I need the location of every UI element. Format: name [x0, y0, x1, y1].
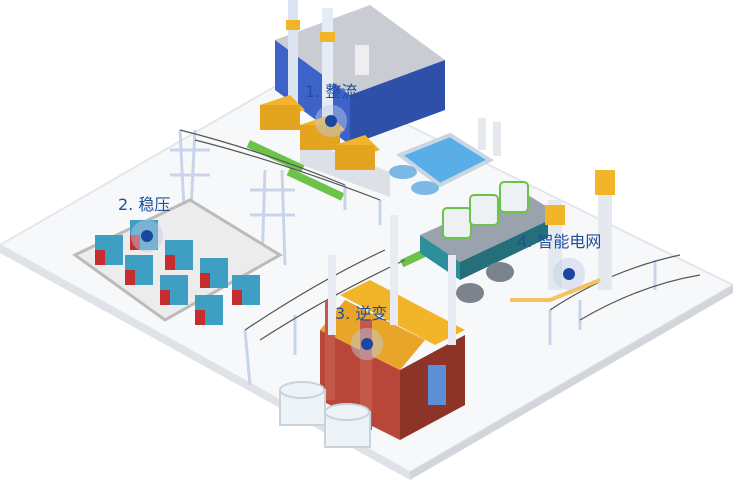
- hotspot-label-stabilize: 2. 稳压: [118, 195, 171, 214]
- transformer-yard: [72, 198, 283, 325]
- pylons: [170, 129, 657, 386]
- hotspot-invert[interactable]: [361, 338, 373, 350]
- rectifier-cabinets: [260, 95, 380, 170]
- hotspot-label-rectify: 1. 整流: [305, 82, 358, 101]
- hotspot-label-smart-grid: 4. 智能电网: [517, 232, 602, 251]
- hotspot-stabilize[interactable]: [141, 230, 153, 242]
- hotspot-rectify[interactable]: [325, 115, 337, 127]
- inverter-building: [320, 215, 465, 440]
- hotspot-label-invert: 3. 逆变: [335, 304, 388, 323]
- cooling-tower-plant: [420, 170, 615, 303]
- storage-tanks: [279, 381, 371, 448]
- hotspot-smart-grid[interactable]: [563, 268, 575, 280]
- pool: [395, 132, 495, 188]
